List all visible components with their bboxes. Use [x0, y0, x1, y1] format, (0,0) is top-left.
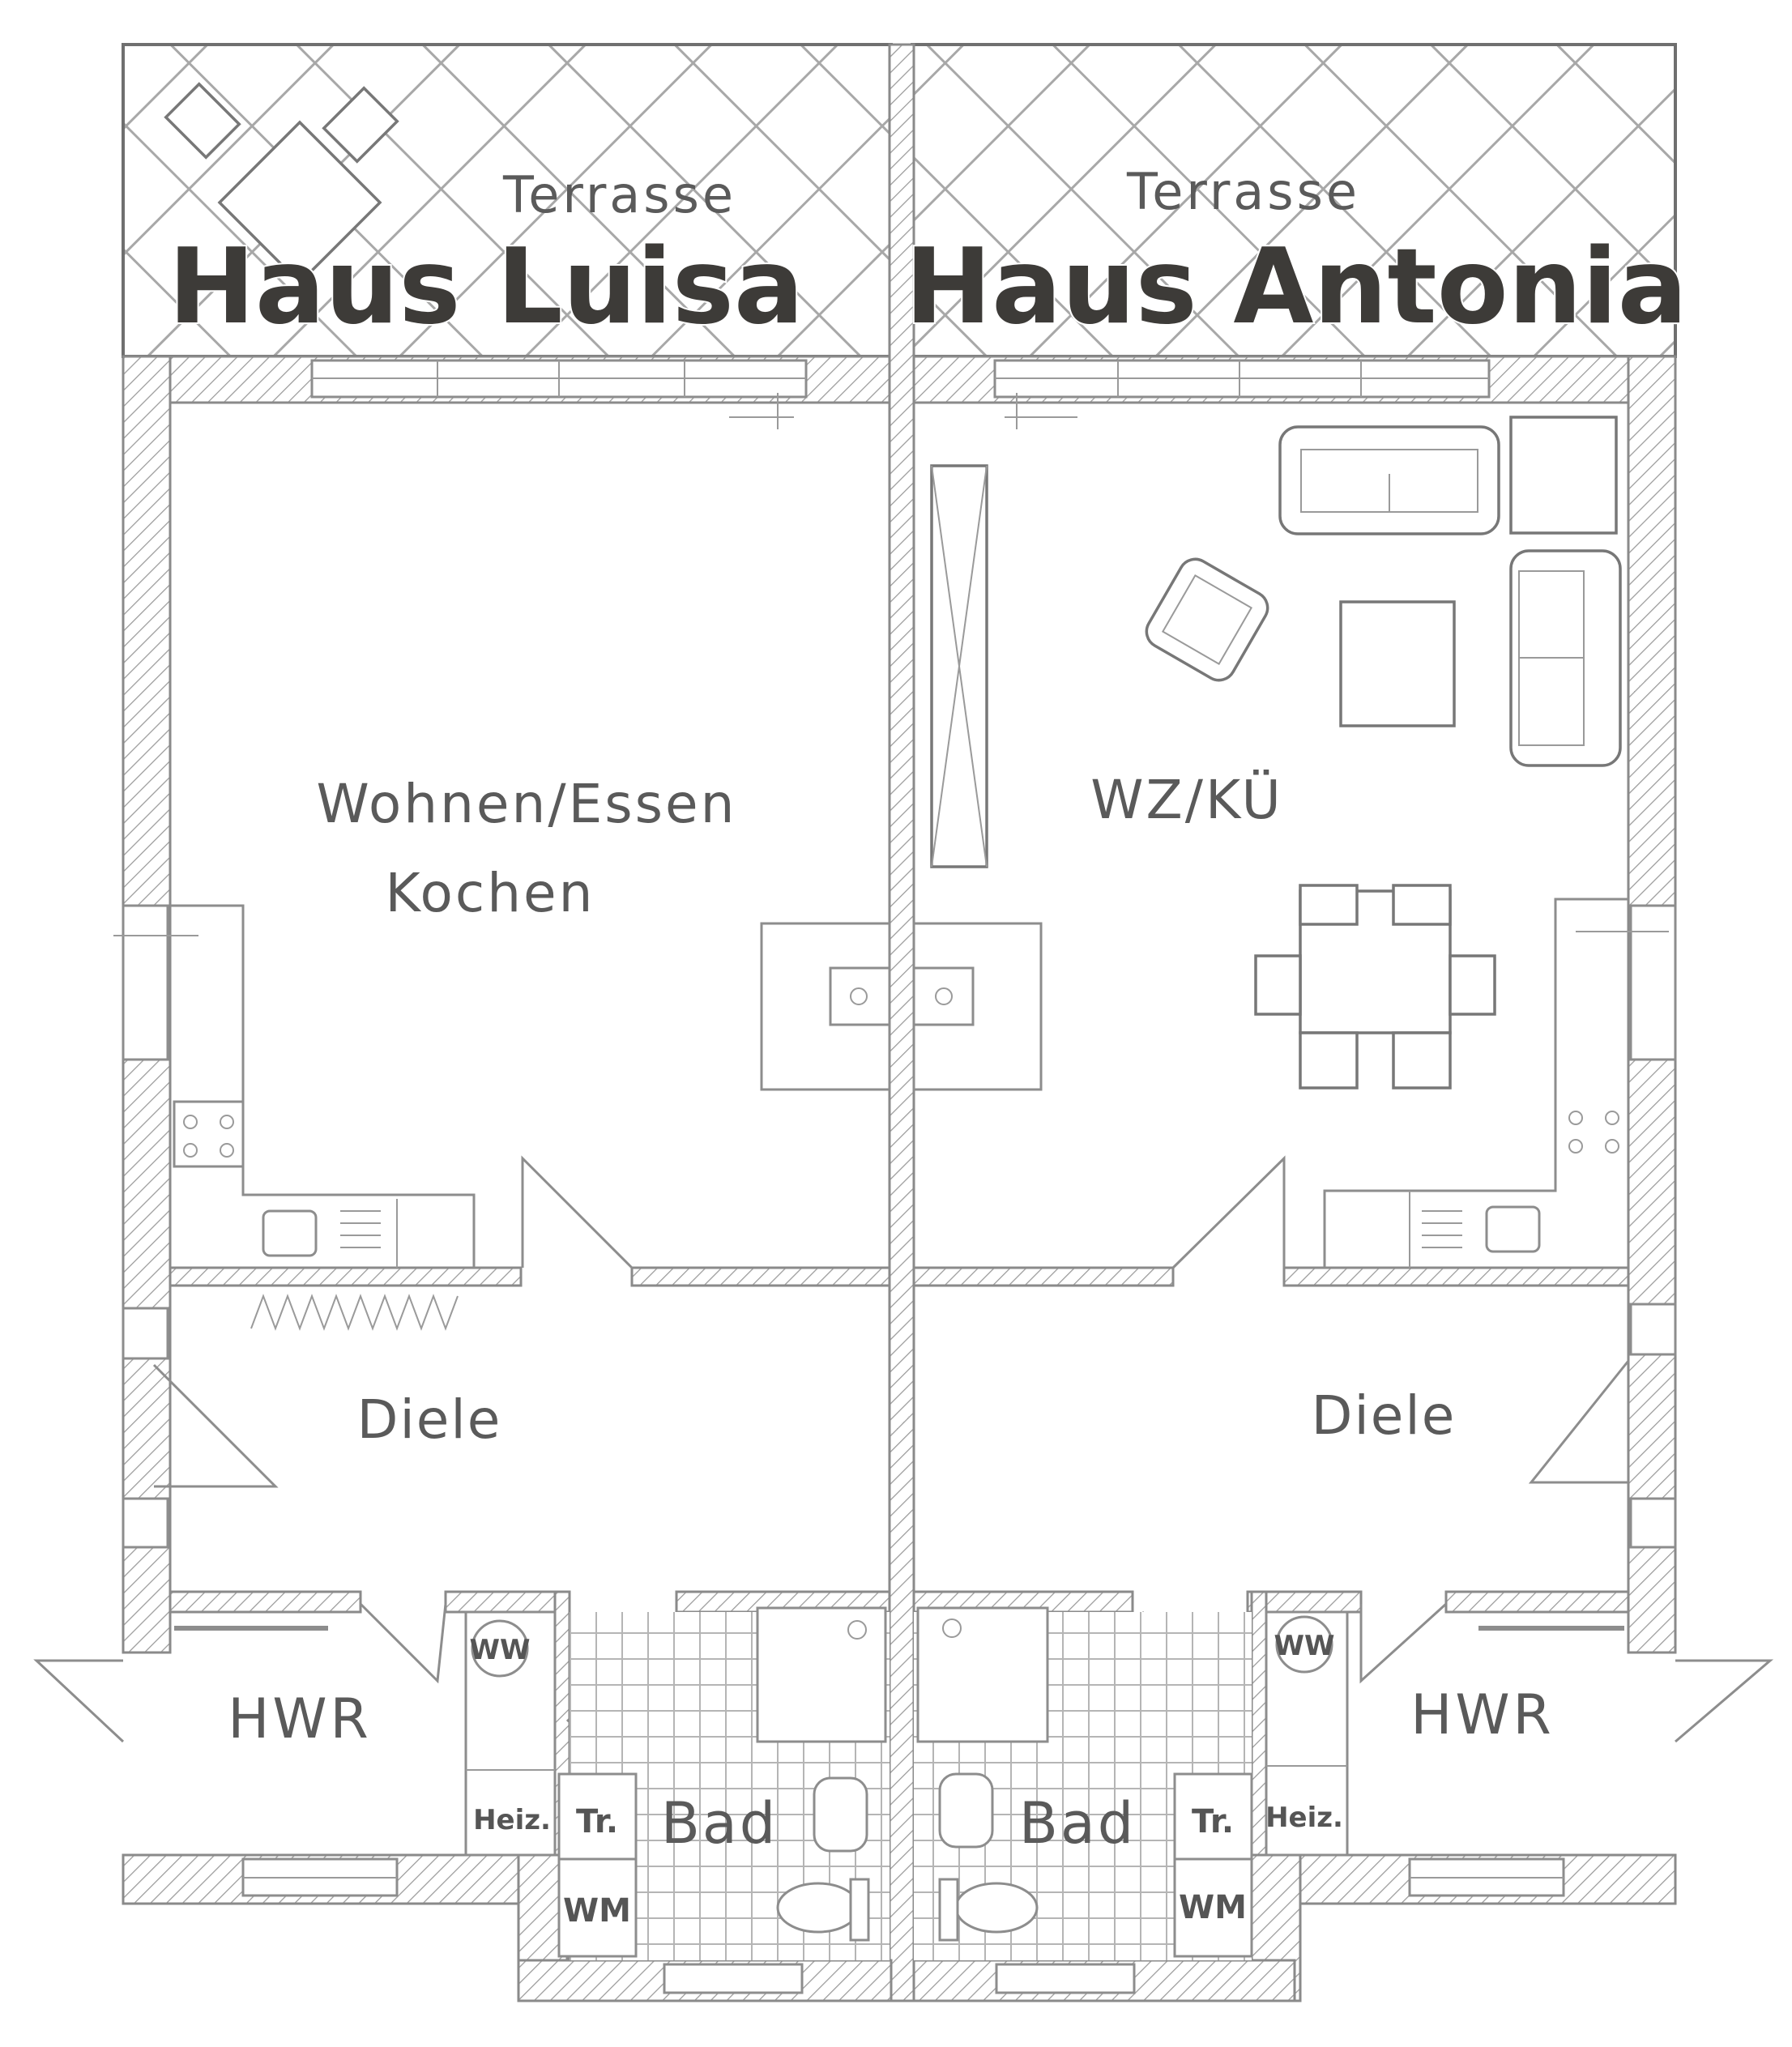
right-bath-label: Bad: [1019, 1790, 1136, 1857]
left-house-title: Haus Luisa: [169, 227, 804, 348]
right-dining-table-icon: [1254, 884, 1496, 1090]
right-hot-water-label: WW: [1274, 1630, 1334, 1662]
left-utility-label: HWR: [228, 1687, 372, 1751]
right-living-label: WZ/KÜ: [1090, 769, 1283, 831]
left-stairs: [250, 1294, 459, 1331]
left-living-label-line1: Wohnen/Essen: [316, 773, 736, 835]
right-kitchen: [912, 898, 1628, 1268]
left-utility-fixtures: [174, 1610, 557, 1857]
right-chimney: [930, 464, 988, 868]
right-utility-label: HWR: [1410, 1683, 1555, 1747]
section-marks: [113, 393, 1669, 936]
left-hot-water-label: WW: [469, 1634, 530, 1666]
right-armchair-icon: [1145, 557, 1269, 682]
left-living-label-line2: Kochen: [386, 862, 595, 924]
right-bathroom: [914, 1606, 1253, 1960]
right-sofa-side-icon: [1509, 549, 1622, 767]
right-entrance-door: [1675, 1659, 1774, 1743]
terrace-right: [911, 43, 1677, 358]
left-house-walls: [122, 355, 893, 2002]
right-washer-label: WM: [1179, 1889, 1247, 1926]
right-sofa-icon: [1278, 425, 1500, 535]
right-armchair-square-icon: [1509, 416, 1618, 535]
terrace-table-set-icon: [164, 82, 399, 285]
left-bathroom: [557, 1606, 890, 1960]
right-terrace-label: Terrasse: [1126, 162, 1360, 221]
right-hall-label: Diele: [1312, 1384, 1457, 1447]
right-house-title: Haus Antonia: [905, 227, 1687, 348]
party-wall: [888, 43, 915, 2002]
left-kitchen: [170, 904, 891, 1268]
left-washer-label: WM: [563, 1892, 631, 1930]
left-heating-label: Heiz.: [473, 1804, 551, 1836]
left-dryer-label: Tr.: [576, 1803, 618, 1840]
left-entrance-door: [33, 1659, 125, 1743]
left-bath-label: Bad: [661, 1790, 778, 1857]
right-utility-fixtures: [1265, 1610, 1624, 1857]
right-house-walls: [912, 355, 1677, 2002]
left-hall-label: Diele: [357, 1388, 502, 1451]
right-dryer-label: Tr.: [1192, 1803, 1234, 1840]
left-terrace-label: Terrasse: [502, 165, 736, 224]
right-coffee-table-icon: [1339, 600, 1456, 727]
right-heating-label: Heiz.: [1265, 1802, 1343, 1834]
